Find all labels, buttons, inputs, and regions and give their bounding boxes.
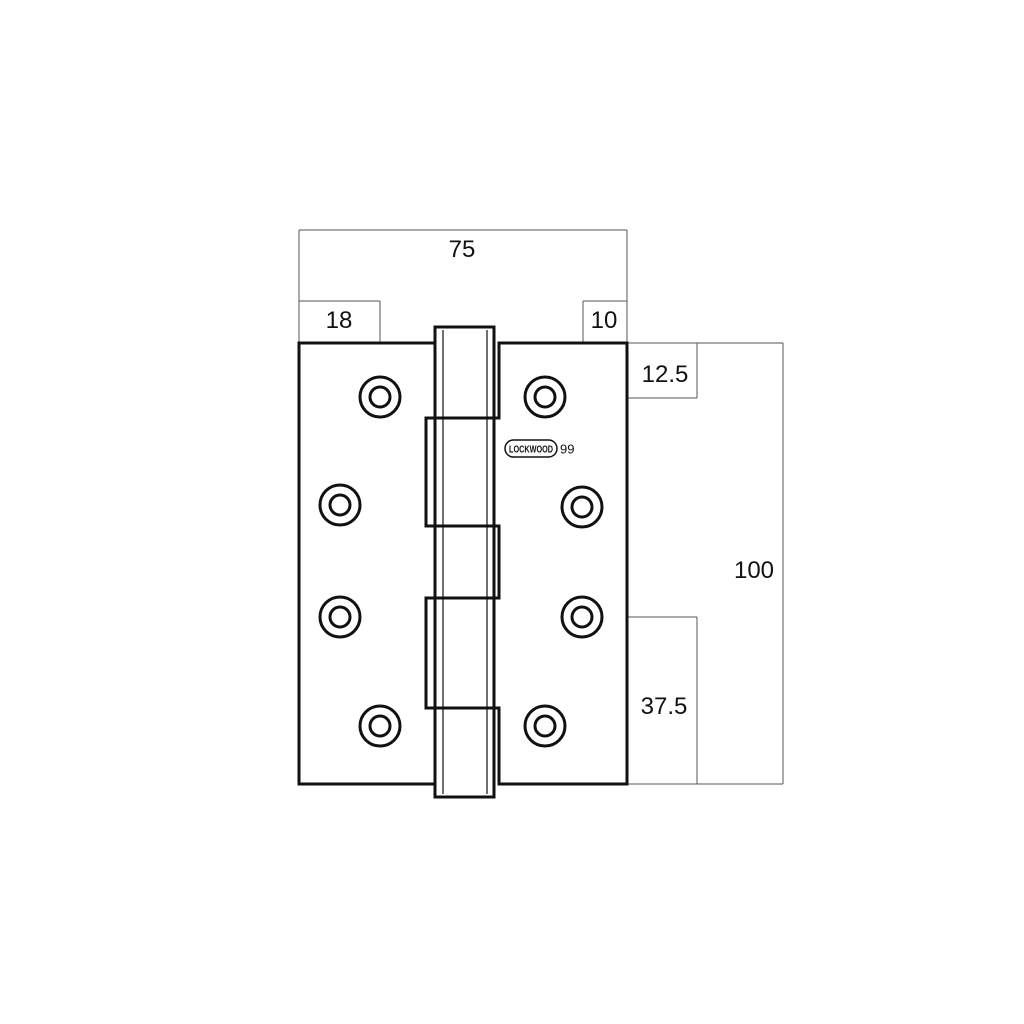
dim-label-hole-offset-left: 18 — [326, 307, 353, 334]
screw-holes — [318, 375, 604, 748]
brand-mark: LOCKWOOD 99 — [504, 439, 574, 458]
screw-hole-bore — [368, 714, 392, 738]
brand-logo — [504, 439, 558, 458]
dim-label-height: 100 — [734, 557, 774, 584]
dim-label-overall-width: 75 — [449, 236, 476, 263]
screw-hole-bore — [328, 605, 352, 629]
hinge-body — [297, 325, 629, 799]
dim-label-top-hole-offset: 12.5 — [642, 361, 689, 388]
screw-hole — [560, 595, 604, 639]
screw-hole — [358, 704, 402, 748]
dim-label-lower-hole-offset: 37.5 — [641, 693, 688, 720]
screw-hole-bore — [533, 714, 557, 738]
screw-hole-bore — [570, 495, 594, 519]
screw-hole — [523, 704, 567, 748]
screw-hole — [358, 375, 402, 419]
model-number: 99 — [560, 442, 574, 457]
screw-hole-bore — [368, 385, 392, 409]
screw-hole — [318, 595, 362, 639]
dimension-labels: 75 18 10 12.5 100 37.5 — [326, 236, 774, 720]
brand-logo-text: LOCKWOOD — [509, 445, 553, 456]
screw-hole — [523, 375, 567, 419]
screw-hole — [318, 483, 362, 527]
dim-label-hole-offset-right: 10 — [591, 307, 618, 334]
screw-hole-bore — [533, 385, 557, 409]
screw-hole — [560, 485, 604, 529]
screw-hole-bore — [570, 605, 594, 629]
knuckle-barrel — [433, 325, 496, 799]
dimension-lines — [298, 229, 784, 785]
screw-hole-bore — [328, 493, 352, 517]
